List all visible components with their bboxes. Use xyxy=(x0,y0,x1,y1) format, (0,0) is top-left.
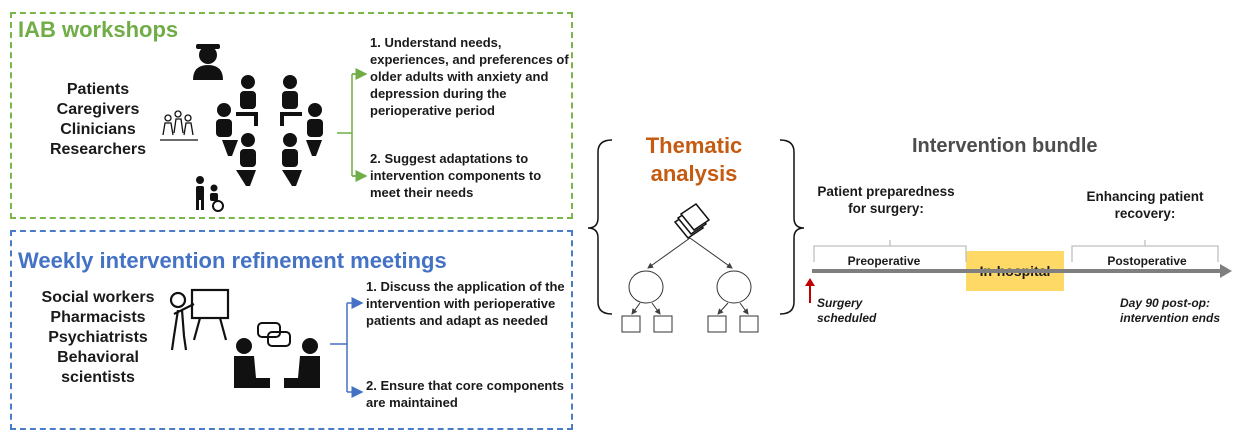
intervention-bundle-title: Intervention bundle xyxy=(912,135,1098,157)
recovery-heading-line2: recovery: xyxy=(1114,206,1176,221)
right-curly-brace xyxy=(779,139,805,315)
iab-bracket xyxy=(337,73,366,177)
role-patients: Patients xyxy=(66,81,130,98)
recovery-heading-line1: Enhancing patient xyxy=(1086,189,1204,204)
day90-note-line1: Day 90 post-op: xyxy=(1120,296,1211,310)
iab-roles-list: Patients Caregivers Clinicians Researche… xyxy=(28,80,168,160)
recovery-heading: Enhancing patient recovery: xyxy=(1070,188,1220,222)
preparedness-heading: Patient preparedness for surgery: xyxy=(806,183,966,217)
iab-workshops-title: IAB workshops xyxy=(18,17,179,42)
thematic-title-line1: Thematic xyxy=(645,133,743,158)
documents-stack-icon xyxy=(673,202,711,240)
weekly-meetings-title: Weekly intervention refinement meetings xyxy=(18,248,447,273)
surgery-scheduled-note: Surgery scheduled xyxy=(817,296,876,326)
iab-item-1: 1. Understand needs, experiences, and pr… xyxy=(370,35,569,118)
postoperative-bracket xyxy=(1071,240,1219,262)
iab-workshops-box xyxy=(10,12,573,219)
weekly-item-1: 1. Discuss the application of the interv… xyxy=(366,279,565,328)
presenter-board-icon xyxy=(169,288,230,351)
iab-item-2: 2. Suggest adaptations to intervention c… xyxy=(370,151,542,200)
postoperative-label: Postoperative xyxy=(1107,254,1187,268)
preoperative-label: Preoperative xyxy=(847,254,921,268)
surgery-start-arrowhead xyxy=(805,278,815,286)
surgery-note-line1: Surgery xyxy=(817,296,863,310)
preoperative-bracket xyxy=(813,240,967,262)
timeline-arrowhead xyxy=(1220,264,1232,278)
conversation-icon xyxy=(234,322,320,388)
role-social-workers: Social workers xyxy=(41,289,155,306)
role-scientists: scientists xyxy=(61,369,135,386)
preparedness-heading-line2: for surgery: xyxy=(848,201,924,216)
weekly-roles-list: Social workers Pharmacists Psychiatrists… xyxy=(18,288,178,388)
day90-note-line2: intervention ends xyxy=(1120,311,1221,325)
thematic-tree xyxy=(621,237,759,333)
thematic-title-line2: analysis xyxy=(650,161,738,186)
surgery-note-line2: scheduled xyxy=(817,311,877,325)
caregiver-wheelchair-icon xyxy=(196,176,224,212)
group-therapy-icon xyxy=(216,75,323,186)
left-curly-brace xyxy=(587,139,613,315)
role-behavioral: Behavioral xyxy=(57,349,139,366)
role-psychiatrists: Psychiatrists xyxy=(48,329,148,346)
day90-note: Day 90 post-op: intervention ends xyxy=(1120,296,1234,326)
weekly-meetings-box xyxy=(10,230,573,430)
doctor-icon xyxy=(193,44,223,80)
weekly-item-2: 2. Ensure that core components are maint… xyxy=(366,378,564,410)
thematic-analysis-title: Thematic analysis xyxy=(624,132,764,188)
weekly-bracket xyxy=(330,303,348,392)
role-pharmacists: Pharmacists xyxy=(50,309,146,326)
role-caregivers: Caregivers xyxy=(56,101,140,118)
role-researchers: Researchers xyxy=(49,141,147,158)
preparedness-heading-line1: Patient preparedness xyxy=(817,184,955,199)
role-clinicians: Clinicians xyxy=(60,121,136,138)
family-icon xyxy=(160,110,198,141)
